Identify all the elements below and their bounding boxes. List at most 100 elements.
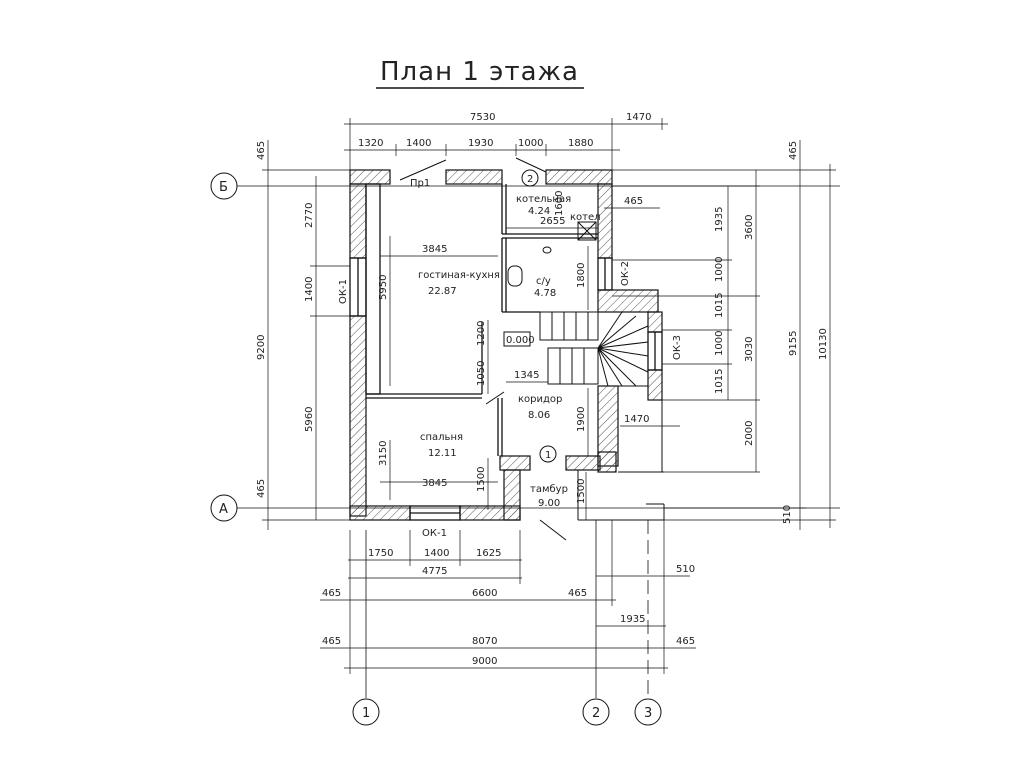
- dim-inner-3845-bottom: 3845: [422, 478, 447, 489]
- dim-bottom-510: 510: [676, 564, 695, 575]
- dim-inner-1500-b: 1500: [576, 479, 587, 504]
- label-ok1-left: ОК-1: [338, 279, 349, 304]
- wall-vestibule-corner: [597, 451, 617, 473]
- label-level-mark: 0.000: [506, 335, 535, 346]
- dim-inner-1900: 1900: [576, 407, 587, 432]
- axis-b-label: Б: [219, 180, 228, 195]
- wall-vestibule-west: [503, 469, 521, 521]
- dim-bottom-6600: 6600: [472, 588, 497, 599]
- dim-bottom-4775: 4775: [422, 566, 447, 577]
- vestibule-outline: [399, 157, 665, 541]
- dim-inner-5950: 5950: [378, 275, 389, 300]
- axis-2-label: 2: [592, 706, 600, 721]
- dim-bottom-1935: 1935: [620, 614, 645, 625]
- dim-right-3030: 3030: [744, 337, 755, 362]
- dim-bottom-465-b: 465: [568, 588, 587, 599]
- axis-a-label: А: [219, 502, 228, 517]
- dim-inner-1050: 1050: [476, 361, 487, 386]
- wall-stair-east-upper: [647, 311, 663, 333]
- dim-right-1000-b: 1000: [714, 331, 725, 356]
- section-marker-2: [521, 169, 539, 187]
- room-boiler-name: котельная: [516, 194, 571, 205]
- dimension-lines: [262, 118, 836, 674]
- dim-bottom-1625: 1625: [476, 548, 501, 559]
- dim-top-1880: 1880: [568, 138, 593, 149]
- dim-right-465-top: 465: [788, 141, 799, 160]
- dim-right-1015-b: 1015: [714, 369, 725, 394]
- axis-1-bubble: [352, 698, 380, 726]
- dim-bottom-1750: 1750: [368, 548, 393, 559]
- dim-inner-3150: 3150: [378, 441, 389, 466]
- wall-top-middle-segment: [445, 169, 503, 185]
- dim-right-465: 465: [624, 196, 643, 207]
- wall-top-left-segment: [349, 169, 391, 185]
- level-mark-box: [503, 331, 531, 347]
- dim-top-1470: 1470: [626, 112, 651, 123]
- axis-3-label: 3: [644, 706, 652, 721]
- dim-left-5960: 5960: [304, 407, 315, 432]
- axis-1-label: 1: [362, 706, 370, 721]
- room-boiler-area: 4.24: [528, 206, 550, 217]
- dim-top-7530: 7530: [470, 112, 495, 123]
- dim-right-10130: 10130: [818, 328, 829, 360]
- label-ok2: ОК-2: [620, 261, 631, 286]
- room-vestibule-area: 9.00: [538, 498, 560, 509]
- room-corridor-name: коридор: [518, 394, 562, 405]
- dim-top-1000: 1000: [518, 138, 543, 149]
- dim-right-1015-a: 1015: [714, 293, 725, 318]
- fixtures: [503, 221, 597, 347]
- section-marker-1: [539, 445, 557, 463]
- room-living-area: 22.87: [428, 286, 457, 297]
- dim-inner-1470: 1470: [624, 414, 649, 425]
- wall-stair-top: [597, 289, 659, 313]
- section-marker-1-label: 1: [545, 450, 551, 461]
- wall-vestibule-stub-right: [565, 455, 601, 471]
- axis-a-bubble: [210, 494, 238, 522]
- partitions: [349, 183, 663, 521]
- label-pr1: Пр1: [410, 178, 430, 189]
- wall-left-upper: [349, 183, 367, 259]
- dim-bottom-1400: 1400: [424, 548, 449, 559]
- dim-bottom-9000: 9000: [472, 656, 497, 667]
- axis-3-bubble: [634, 698, 662, 726]
- dim-top-1930: 1930: [468, 138, 493, 149]
- dim-bottom-465-c: 465: [322, 636, 341, 647]
- dim-inner-1500-a: 1500: [476, 467, 487, 492]
- dim-right-9155: 9155: [788, 331, 799, 356]
- axis-2-bubble: [582, 698, 610, 726]
- axis-markers: [210, 169, 662, 726]
- dim-bottom-465-d: 465: [676, 636, 695, 647]
- dim-right-1000-a: 1000: [714, 257, 725, 282]
- dim-left-1400: 1400: [304, 277, 315, 302]
- dim-top-1320: 1320: [358, 138, 383, 149]
- dim-top-1400: 1400: [406, 138, 431, 149]
- axis-b-bubble: [210, 172, 238, 200]
- room-corridor-area: 8.06: [528, 410, 550, 421]
- label-ok3: ОК-3: [672, 335, 683, 360]
- dim-inner-1200: 1200: [476, 321, 487, 346]
- dim-left-9200: 9200: [256, 335, 267, 360]
- dim-inner-3845-top: 3845: [422, 244, 447, 255]
- staircase: [539, 311, 649, 387]
- dim-bottom-465-a: 465: [322, 588, 341, 599]
- label-kotel: котел: [570, 212, 601, 223]
- dim-right-3600: 3600: [744, 215, 755, 240]
- room-bedroom-name: спальня: [420, 432, 463, 443]
- dim-right-510: 510: [782, 505, 793, 524]
- label-ok1-bottom: ОК-1: [422, 528, 447, 539]
- dim-inner-1345: 1345: [514, 370, 539, 381]
- wall-top-right-segment: [545, 169, 613, 185]
- dim-inner-2655: 2655: [540, 216, 565, 227]
- dim-inner-1600: 1600: [554, 191, 565, 216]
- plan-title: План 1 этажа: [380, 57, 579, 87]
- dim-right-1935: 1935: [714, 207, 725, 232]
- dim-left-465-top: 465: [256, 141, 267, 160]
- dim-left-2770: 2770: [304, 203, 315, 228]
- dim-right-2000: 2000: [744, 421, 755, 446]
- wall-left-lower: [349, 315, 367, 517]
- room-wc-area: 4.78: [534, 288, 556, 299]
- sink-icon: [507, 265, 523, 287]
- wc-bowl-icon: [542, 246, 552, 254]
- room-bedroom-area: 12.11: [428, 448, 457, 459]
